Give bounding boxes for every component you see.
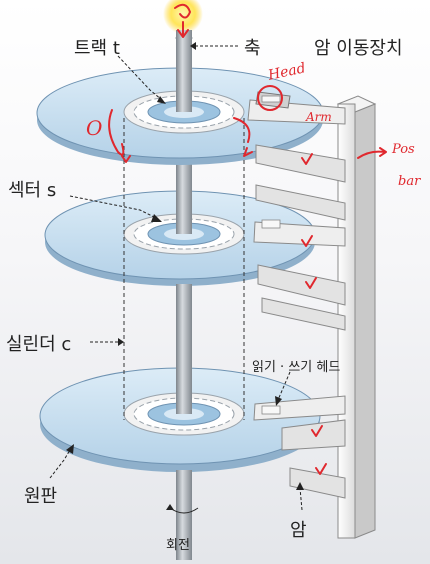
red-annotations xyxy=(108,3,387,475)
handwritten-bar: bar xyxy=(398,174,421,189)
handwritten-arm: Arm xyxy=(306,110,332,124)
handwritten-pos: Pos xyxy=(392,142,415,157)
sector-label: 섹터 s xyxy=(8,180,57,201)
platter-top xyxy=(36,30,324,165)
arm-top xyxy=(247,91,346,221)
platter-bottom xyxy=(39,284,321,560)
cylinder-outline xyxy=(123,118,245,420)
cylinder-label: 실린더 c xyxy=(6,334,72,355)
arm-label: 암 xyxy=(290,520,307,541)
axis-label: 축 xyxy=(244,38,261,59)
arm-middle xyxy=(253,219,346,331)
arm-mover-label: 암 이동장치 xyxy=(314,38,403,59)
leader-lines xyxy=(49,42,304,514)
rw-head-label: 읽기 · 쓰기 헤드 xyxy=(252,360,341,375)
rotation-label: 회전 xyxy=(166,538,190,553)
platter-middle xyxy=(44,168,316,286)
platter-label: 원판 xyxy=(24,486,58,507)
track-label: 트랙 t xyxy=(74,38,120,59)
arm-bottom xyxy=(253,395,346,499)
handwritten-o: O xyxy=(86,116,103,140)
